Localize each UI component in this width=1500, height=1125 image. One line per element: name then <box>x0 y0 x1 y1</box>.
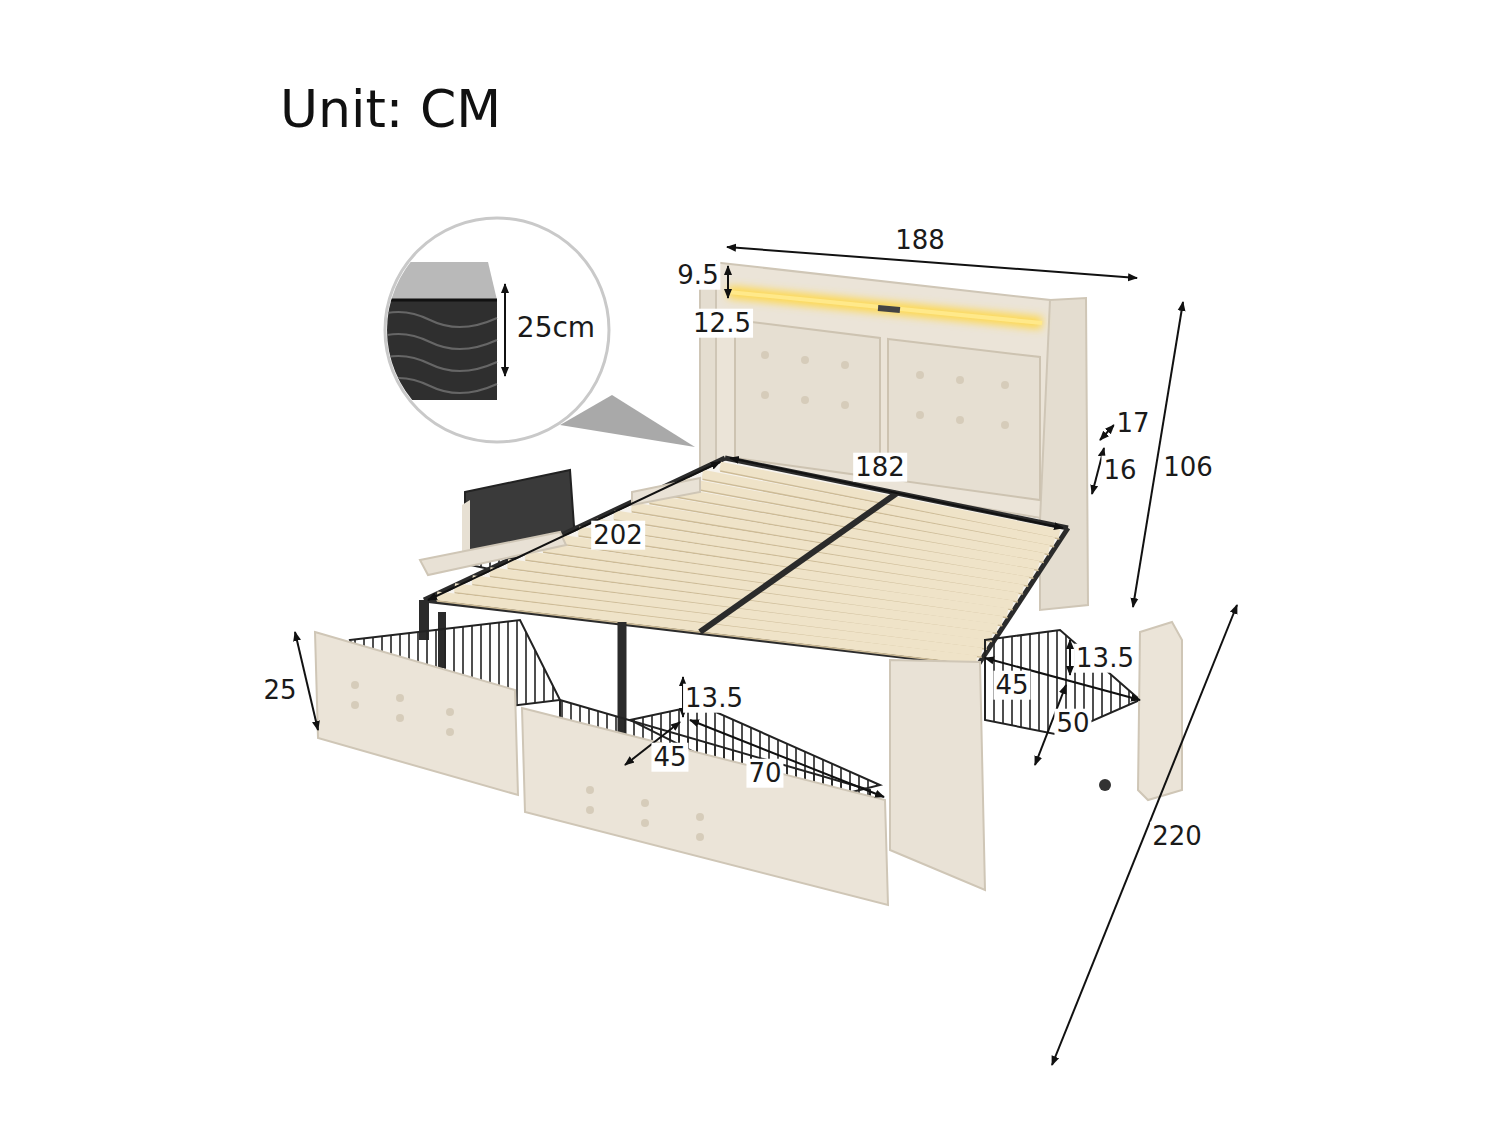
dimension-label: 182 <box>853 453 907 482</box>
usb-port <box>878 305 900 313</box>
dimension-label: 70 <box>746 759 783 788</box>
dimension-label: 16 <box>1101 456 1138 485</box>
dimension-label: 202 <box>591 521 645 550</box>
dimension-label: 50 <box>1054 709 1091 738</box>
drawer-face <box>522 708 888 905</box>
dimension-label: 45 <box>651 743 688 772</box>
side-rail <box>632 478 700 505</box>
dimension-lines <box>295 247 1237 1065</box>
footboard-post <box>890 660 985 890</box>
caster <box>1099 779 1111 791</box>
slat-group <box>437 466 1060 665</box>
dimension-label: 12.5 <box>691 309 753 338</box>
dimension-label: 106 <box>1161 453 1215 482</box>
dimension-label: 9.5 <box>675 261 720 290</box>
unit-title: Unit: CM <box>280 81 501 138</box>
tufting-buttons <box>351 681 704 841</box>
dimension-label: 13.5 <box>1074 644 1136 673</box>
led-strip <box>728 292 1042 323</box>
headboard-wing <box>700 262 716 478</box>
center-rail <box>700 493 897 632</box>
tufting-buttons <box>761 351 1009 429</box>
led-glow <box>728 292 1042 323</box>
tufted-panel <box>888 339 1040 500</box>
dimension-label: 13.5 <box>683 684 745 713</box>
dimension-label: 188 <box>893 226 947 255</box>
dimension-label: 45 <box>993 671 1030 700</box>
dimension-label: 25 <box>261 676 298 705</box>
drawer-face <box>1138 622 1182 800</box>
dimension-line <box>504 284 506 376</box>
mattress-closeup <box>370 262 497 400</box>
dimension-label: 17 <box>1114 409 1151 438</box>
dimension-label: 25cm <box>515 313 597 344</box>
drawer-face <box>315 632 518 795</box>
dimension-label: 220 <box>1150 822 1204 851</box>
